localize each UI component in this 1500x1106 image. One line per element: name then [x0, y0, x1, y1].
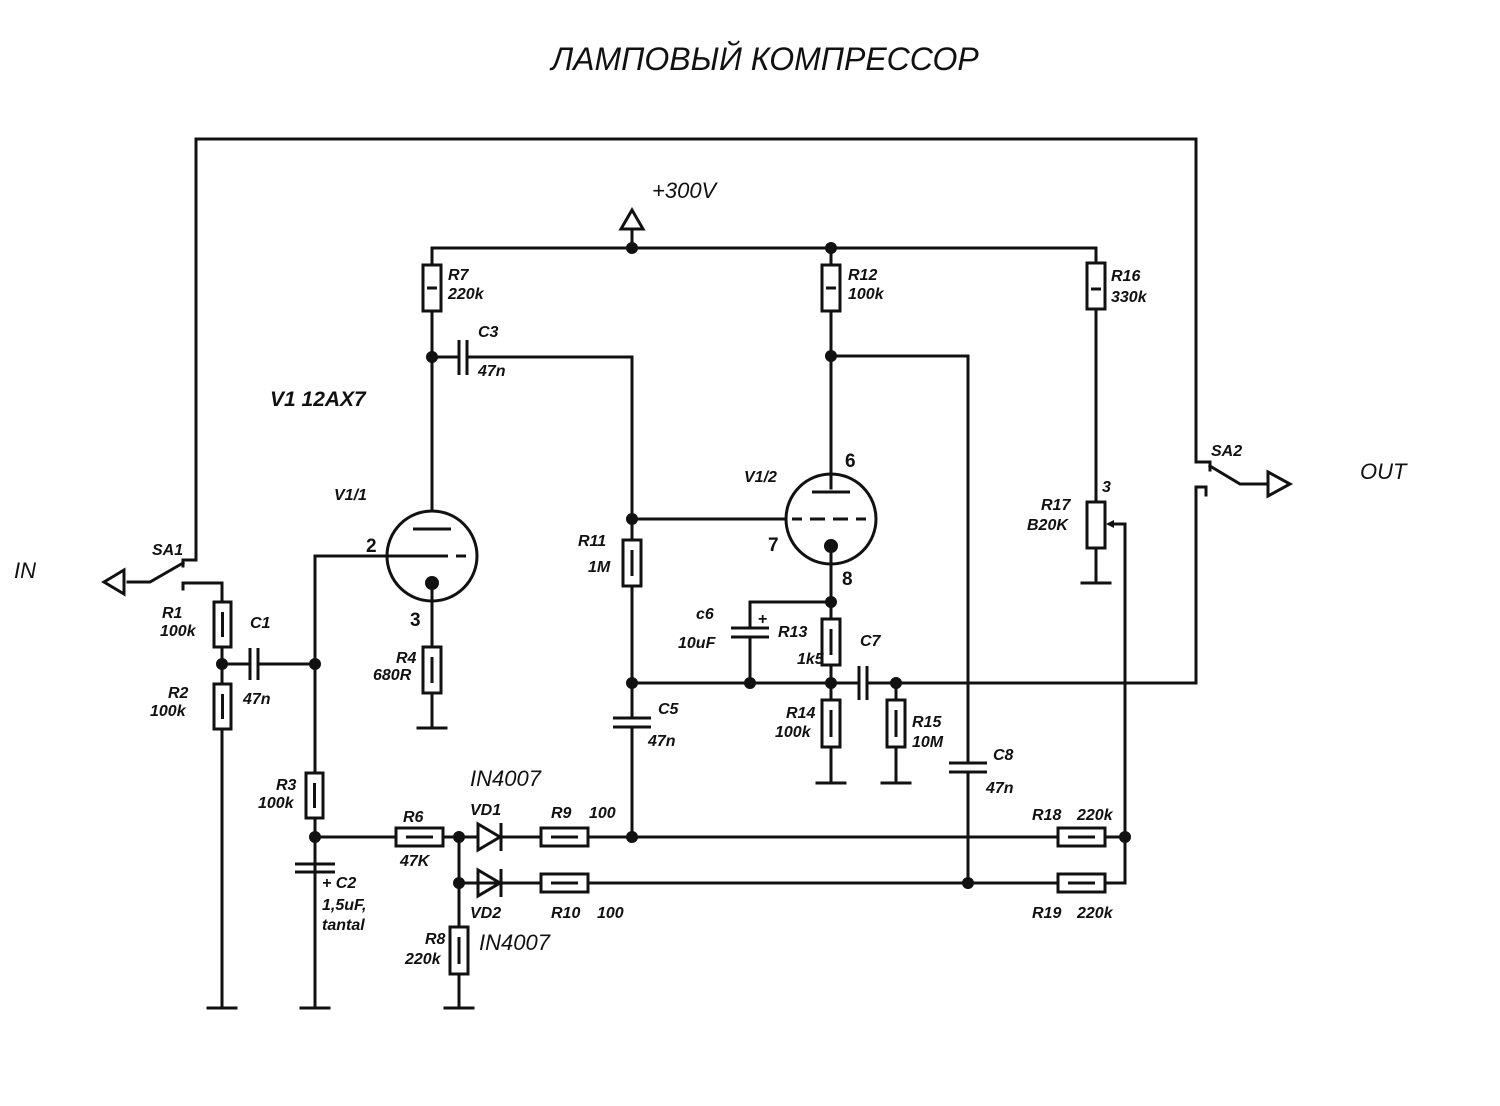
v1-2-pin-cathode: 8 [842, 569, 853, 590]
supply-icon [618, 207, 646, 231]
c5-ref: C5 [658, 701, 680, 718]
sa1-label: SA1 [152, 542, 183, 559]
c2-value: 1,5uF, [322, 897, 366, 914]
r16-value: 330k [1111, 289, 1148, 306]
c5-value: 47n [647, 733, 676, 750]
vd2-ref: VD2 [470, 905, 501, 922]
r14-value: 100k [775, 724, 812, 741]
r9-value: 100 [589, 805, 616, 822]
v1-1-pin-grid: 2 [366, 536, 377, 557]
v1-1-pin-cathode: 3 [410, 610, 421, 631]
bypass-wire [194, 137, 1198, 562]
r3-ref: R3 [276, 777, 297, 794]
potentiometer-r17 [1085, 500, 1107, 550]
v1-2-label: V1/2 [744, 469, 777, 486]
c8-value: 47n [985, 780, 1014, 797]
r10-ref: R10 [551, 905, 580, 922]
vd1-ref: VD1 [470, 802, 501, 819]
vd1-part: IN4007 [470, 766, 542, 791]
v1-1-label: V1/1 [334, 487, 367, 504]
r4-ref: R4 [396, 650, 417, 667]
r12-value: 100k [848, 286, 885, 303]
c8-ref: C8 [993, 747, 1014, 764]
r15-ref: R15 [912, 714, 942, 731]
r6-value: 47K [399, 853, 431, 870]
schematic-title: ЛАМПОВЫЙ КОМПРЕССОР [549, 41, 979, 77]
supply-label: +300V [652, 178, 719, 203]
r1-ref: R1 [162, 605, 183, 622]
wiper-arrow-icon [1106, 520, 1114, 528]
c3-ref: C3 [478, 324, 499, 341]
c7-ref: C7 [860, 633, 882, 650]
v1-2-pin-anode: 6 [845, 451, 856, 472]
r10-value: 100 [597, 905, 624, 922]
r9-ref: R9 [551, 805, 572, 822]
output-port-icon[interactable] [1266, 469, 1294, 499]
c2-ref: + C2 [322, 875, 356, 892]
r14-ref: R14 [786, 705, 815, 722]
r7-value: 220k [447, 286, 485, 303]
r8-ref: R8 [425, 931, 446, 948]
r13-ref: R13 [778, 624, 807, 641]
r4-value: 680R [373, 667, 412, 684]
switch-sa1[interactable] [126, 558, 224, 604]
input-port-icon[interactable] [101, 567, 126, 597]
r11-value: 1M [588, 559, 611, 576]
switch-sa2[interactable] [1194, 460, 1270, 486]
c6-polarity: + [758, 611, 767, 628]
diode-vd1 [476, 821, 503, 853]
input-label: IN [14, 558, 36, 583]
r1-value: 100k [160, 623, 197, 640]
r11-ref: R11 [578, 533, 606, 550]
r3-value: 100k [258, 795, 295, 812]
r17-value: B20K [1027, 517, 1069, 534]
output-label: OUT [1360, 459, 1408, 484]
r19-value: 220k [1076, 905, 1114, 922]
r8-value: 220k [404, 951, 442, 968]
r6-ref: R6 [403, 809, 424, 826]
c1-ref: C1 [250, 615, 271, 632]
c6-ref: c6 [696, 606, 714, 623]
r13-value: 1k5 [797, 651, 825, 668]
v1-2-pin-grid: 7 [768, 535, 779, 556]
r18-value: 220k [1076, 807, 1114, 824]
r17-ref: R17 [1041, 497, 1071, 514]
r16-ref: R16 [1111, 268, 1140, 285]
sa2-label: SA2 [1211, 443, 1242, 460]
r7-ref: R7 [448, 267, 470, 284]
r15-value: 10M [912, 734, 944, 751]
c6-value: 10uF [678, 635, 717, 652]
c3-value: 47n [477, 363, 506, 380]
r2-ref: R2 [168, 685, 189, 702]
r19-ref: R19 [1032, 905, 1061, 922]
resistor-r16 [1085, 261, 1107, 311]
r17-pin: 3 [1102, 479, 1111, 496]
vd2-part: IN4007 [479, 930, 551, 955]
c1-value: 47n [242, 691, 271, 708]
tube-label: V1 12AX7 [270, 388, 367, 411]
r12-ref: R12 [848, 267, 877, 284]
r2-value: 100k [150, 703, 187, 720]
c2-value2: tantal [322, 917, 365, 934]
r18-ref: R18 [1032, 807, 1061, 824]
